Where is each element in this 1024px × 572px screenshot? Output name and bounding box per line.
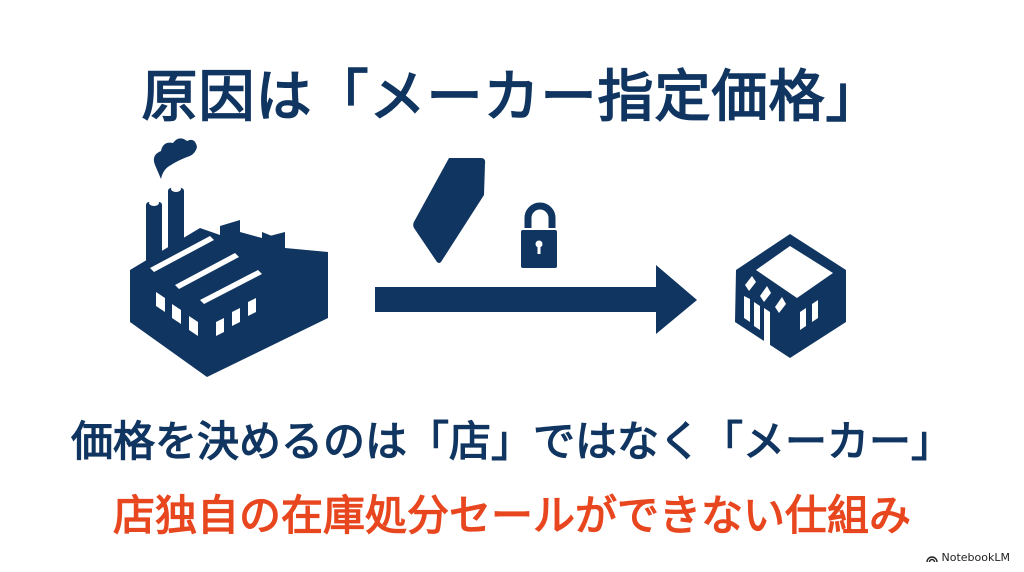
notebooklm-watermark: NotebookLM — [925, 551, 1010, 564]
factory-icon — [130, 138, 328, 377]
explanation-line: 価格を決めるのは「店」ではなく「メーカー」 — [70, 417, 953, 466]
watermark-label: NotebookLM — [941, 551, 1010, 564]
padlock-icon — [515, 193, 565, 270]
arrow-right-icon — [375, 265, 697, 334]
notebooklm-logo-icon — [925, 556, 938, 562]
factory-windows — [149, 186, 262, 336]
price-tag-icon — [413, 158, 527, 263]
store-icon — [735, 234, 846, 358]
slide-title: 原因は「メーカー指定価格」 — [141, 65, 883, 130]
consequence-line: 店独自の在庫処分セールができない仕組み — [112, 491, 911, 540]
